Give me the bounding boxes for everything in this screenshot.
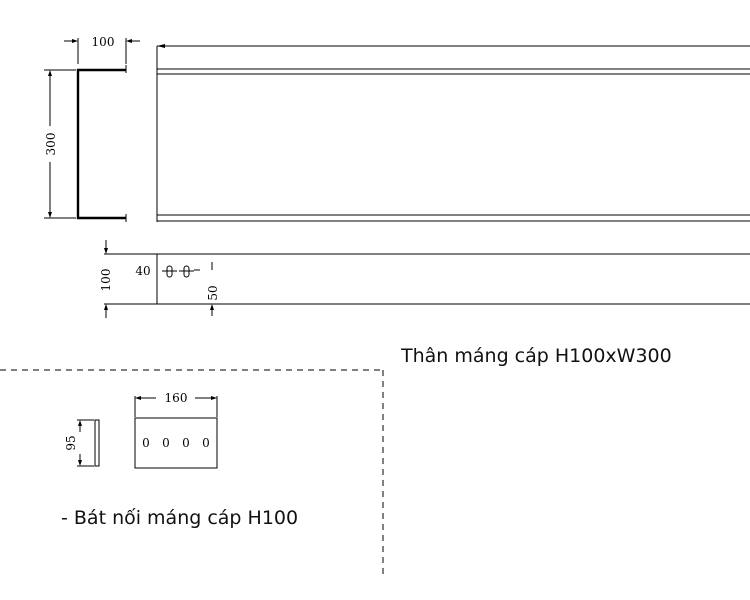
connector-height-label: 95 (64, 435, 78, 450)
side-hole-1 (162, 265, 177, 278)
connector-hole-3: 0 (182, 436, 190, 450)
connector-hole-4: 0 (202, 436, 210, 450)
hole-spacing-label: 50 (206, 285, 220, 300)
connector-front-view (134, 417, 218, 469)
tray-cross-section: 100 300 (44, 35, 140, 222)
side-hole-2 (179, 265, 194, 278)
connector-plate: 95 160 0 0 0 0 (64, 391, 218, 469)
connector-detail-frame (0, 369, 384, 578)
c-channel-profile (76, 68, 126, 220)
tray-side-view: 100 40 50 (99, 240, 750, 318)
tray-body-top-view (156, 44, 750, 222)
profile-width-label: 100 (92, 35, 115, 49)
tray-body-caption: Thân máng cáp H100xW300 (400, 345, 672, 367)
hole-offset-label: 40 (135, 264, 150, 278)
connector-hole-2: 0 (162, 436, 170, 450)
connector-hole-1: 0 (142, 436, 150, 450)
connector-width-label: 160 (165, 391, 188, 405)
connector-caption: - Bát nối máng cáp H100 (61, 507, 298, 529)
side-height-label: 100 (99, 269, 113, 292)
connector-side-view (94, 419, 100, 467)
profile-height-label: 300 (44, 133, 58, 156)
